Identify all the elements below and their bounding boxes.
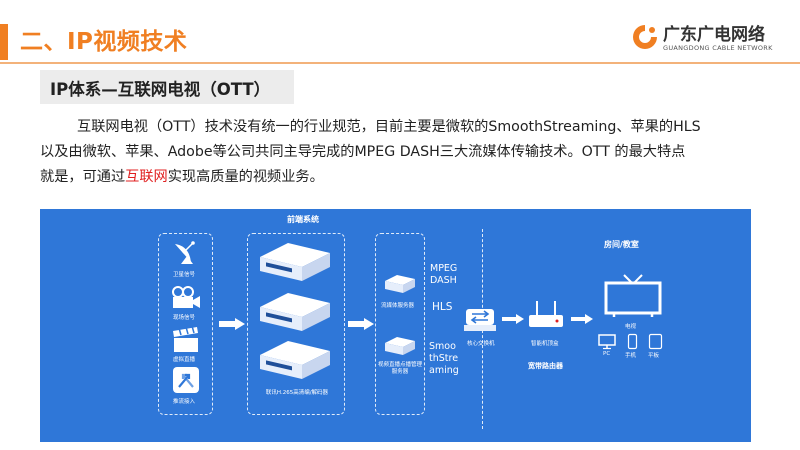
body-paragraph: 互联网电视（OTT）技术没有统一的行业规范，目前主要是微软的SmoothStre…: [40, 115, 780, 190]
protocol-smooth-2: thStre: [429, 353, 459, 364]
encoder-group: [247, 233, 345, 415]
logo-name: 广东广电网络: [663, 25, 765, 45]
ott-architecture-diagram: 前端系统 卫星信号 现场信号 虚拟直播: [40, 209, 751, 442]
device-label-pc: PC: [603, 351, 611, 357]
monitor-icon: [598, 334, 616, 350]
body-line-3-post: 实现高质量的视频业务。: [167, 169, 324, 185]
arrow-router-to-room: [571, 314, 593, 324]
protocol-smooth-streaming: Smoo thStre aming: [429, 341, 459, 377]
guangdong-cable-logo-icon: [633, 25, 657, 49]
body-line-2: 以及由微软、苹果、Adobe等公司共同主导完成的MPEG DASH三大流媒体传输…: [40, 144, 686, 160]
protocol-mpeg-dash: MPEG DASH: [430, 263, 457, 287]
page-title: 二、IP视频技术: [20, 29, 188, 55]
body-line-3: 就是，可通过互联网实现高质量的视频业务。: [40, 165, 780, 190]
arrow-source-to-encoder: [219, 318, 245, 330]
tablet-icon: [648, 333, 663, 350]
protocol-mpeg: MPEG: [430, 263, 458, 274]
protocol-hls: HLS: [432, 301, 453, 313]
title-divider: [0, 62, 800, 64]
streaming-server-icon: [385, 275, 415, 293]
protocol-smooth-1: Smoo: [429, 341, 456, 352]
tv-label: 电视: [625, 324, 637, 330]
encoder-server-icon-1: [260, 243, 330, 281]
room-title: 房间/教室: [604, 240, 639, 249]
arrow-switch-to-router: [502, 314, 524, 324]
broadband-router-icon: [529, 301, 563, 327]
core-switch-label: 核心交换机: [467, 341, 495, 347]
video-camera-icon: [172, 286, 200, 308]
source-group: [158, 233, 213, 415]
body-line-1: 互联网电视（OTT）技术没有统一的行业规范，目前主要是微软的SmoothStre…: [77, 119, 701, 135]
section-subtitle-box: IP体系—互联网电视（OTT）: [40, 70, 294, 104]
logo-subtitle: GUANGDONG CABLE NETWORK: [663, 44, 773, 52]
body-line-3-pre: 就是，可通过: [40, 169, 126, 185]
source-label-virtual: 虚拟直播: [173, 357, 196, 363]
satellite-dish-icon: [175, 241, 195, 264]
tv-icon: [604, 274, 662, 317]
management-server-icon: [385, 337, 415, 355]
streaming-server-label: 流媒体服务器: [381, 303, 415, 309]
device-label-tablet: 平板: [648, 353, 660, 359]
phone-icon: [627, 333, 638, 350]
clapperboard-icon: [173, 325, 198, 352]
protocol-dash: DASH: [430, 275, 457, 286]
server-group: [375, 233, 425, 415]
source-label-live: 现场信号: [173, 315, 196, 321]
encoder-server-icon-3: [260, 341, 330, 379]
source-label-satellite: 卫星信号: [173, 272, 196, 278]
protocol-smooth-3: aming: [429, 365, 459, 376]
management-server-label: 视频直播点播管理服务器: [377, 362, 422, 375]
section-subtitle: IP体系—互联网电视（OTT）: [50, 80, 271, 99]
title-accent-bar: [0, 24, 8, 60]
source-label-push: 推流接入: [173, 399, 196, 405]
encoder-server-icon-2: [260, 293, 330, 331]
broadband-router-label: 宽带路由器: [528, 362, 563, 370]
core-switch-icon: [464, 309, 496, 331]
front-end-title: 前端系统: [287, 215, 319, 224]
company-logo: 广东广电网络 GUANGDONG CABLE NETWORK: [630, 18, 790, 58]
device-label-phone: 手机: [625, 353, 637, 359]
arrow-encoder-to-server: [348, 318, 374, 330]
stream-push-icon: [173, 367, 199, 393]
internet-highlight: 互联网: [125, 169, 168, 185]
set-top-box-label: 智能机顶盒: [531, 341, 559, 347]
encoder-label: 联讯H.265高清编/解码器: [265, 390, 329, 396]
